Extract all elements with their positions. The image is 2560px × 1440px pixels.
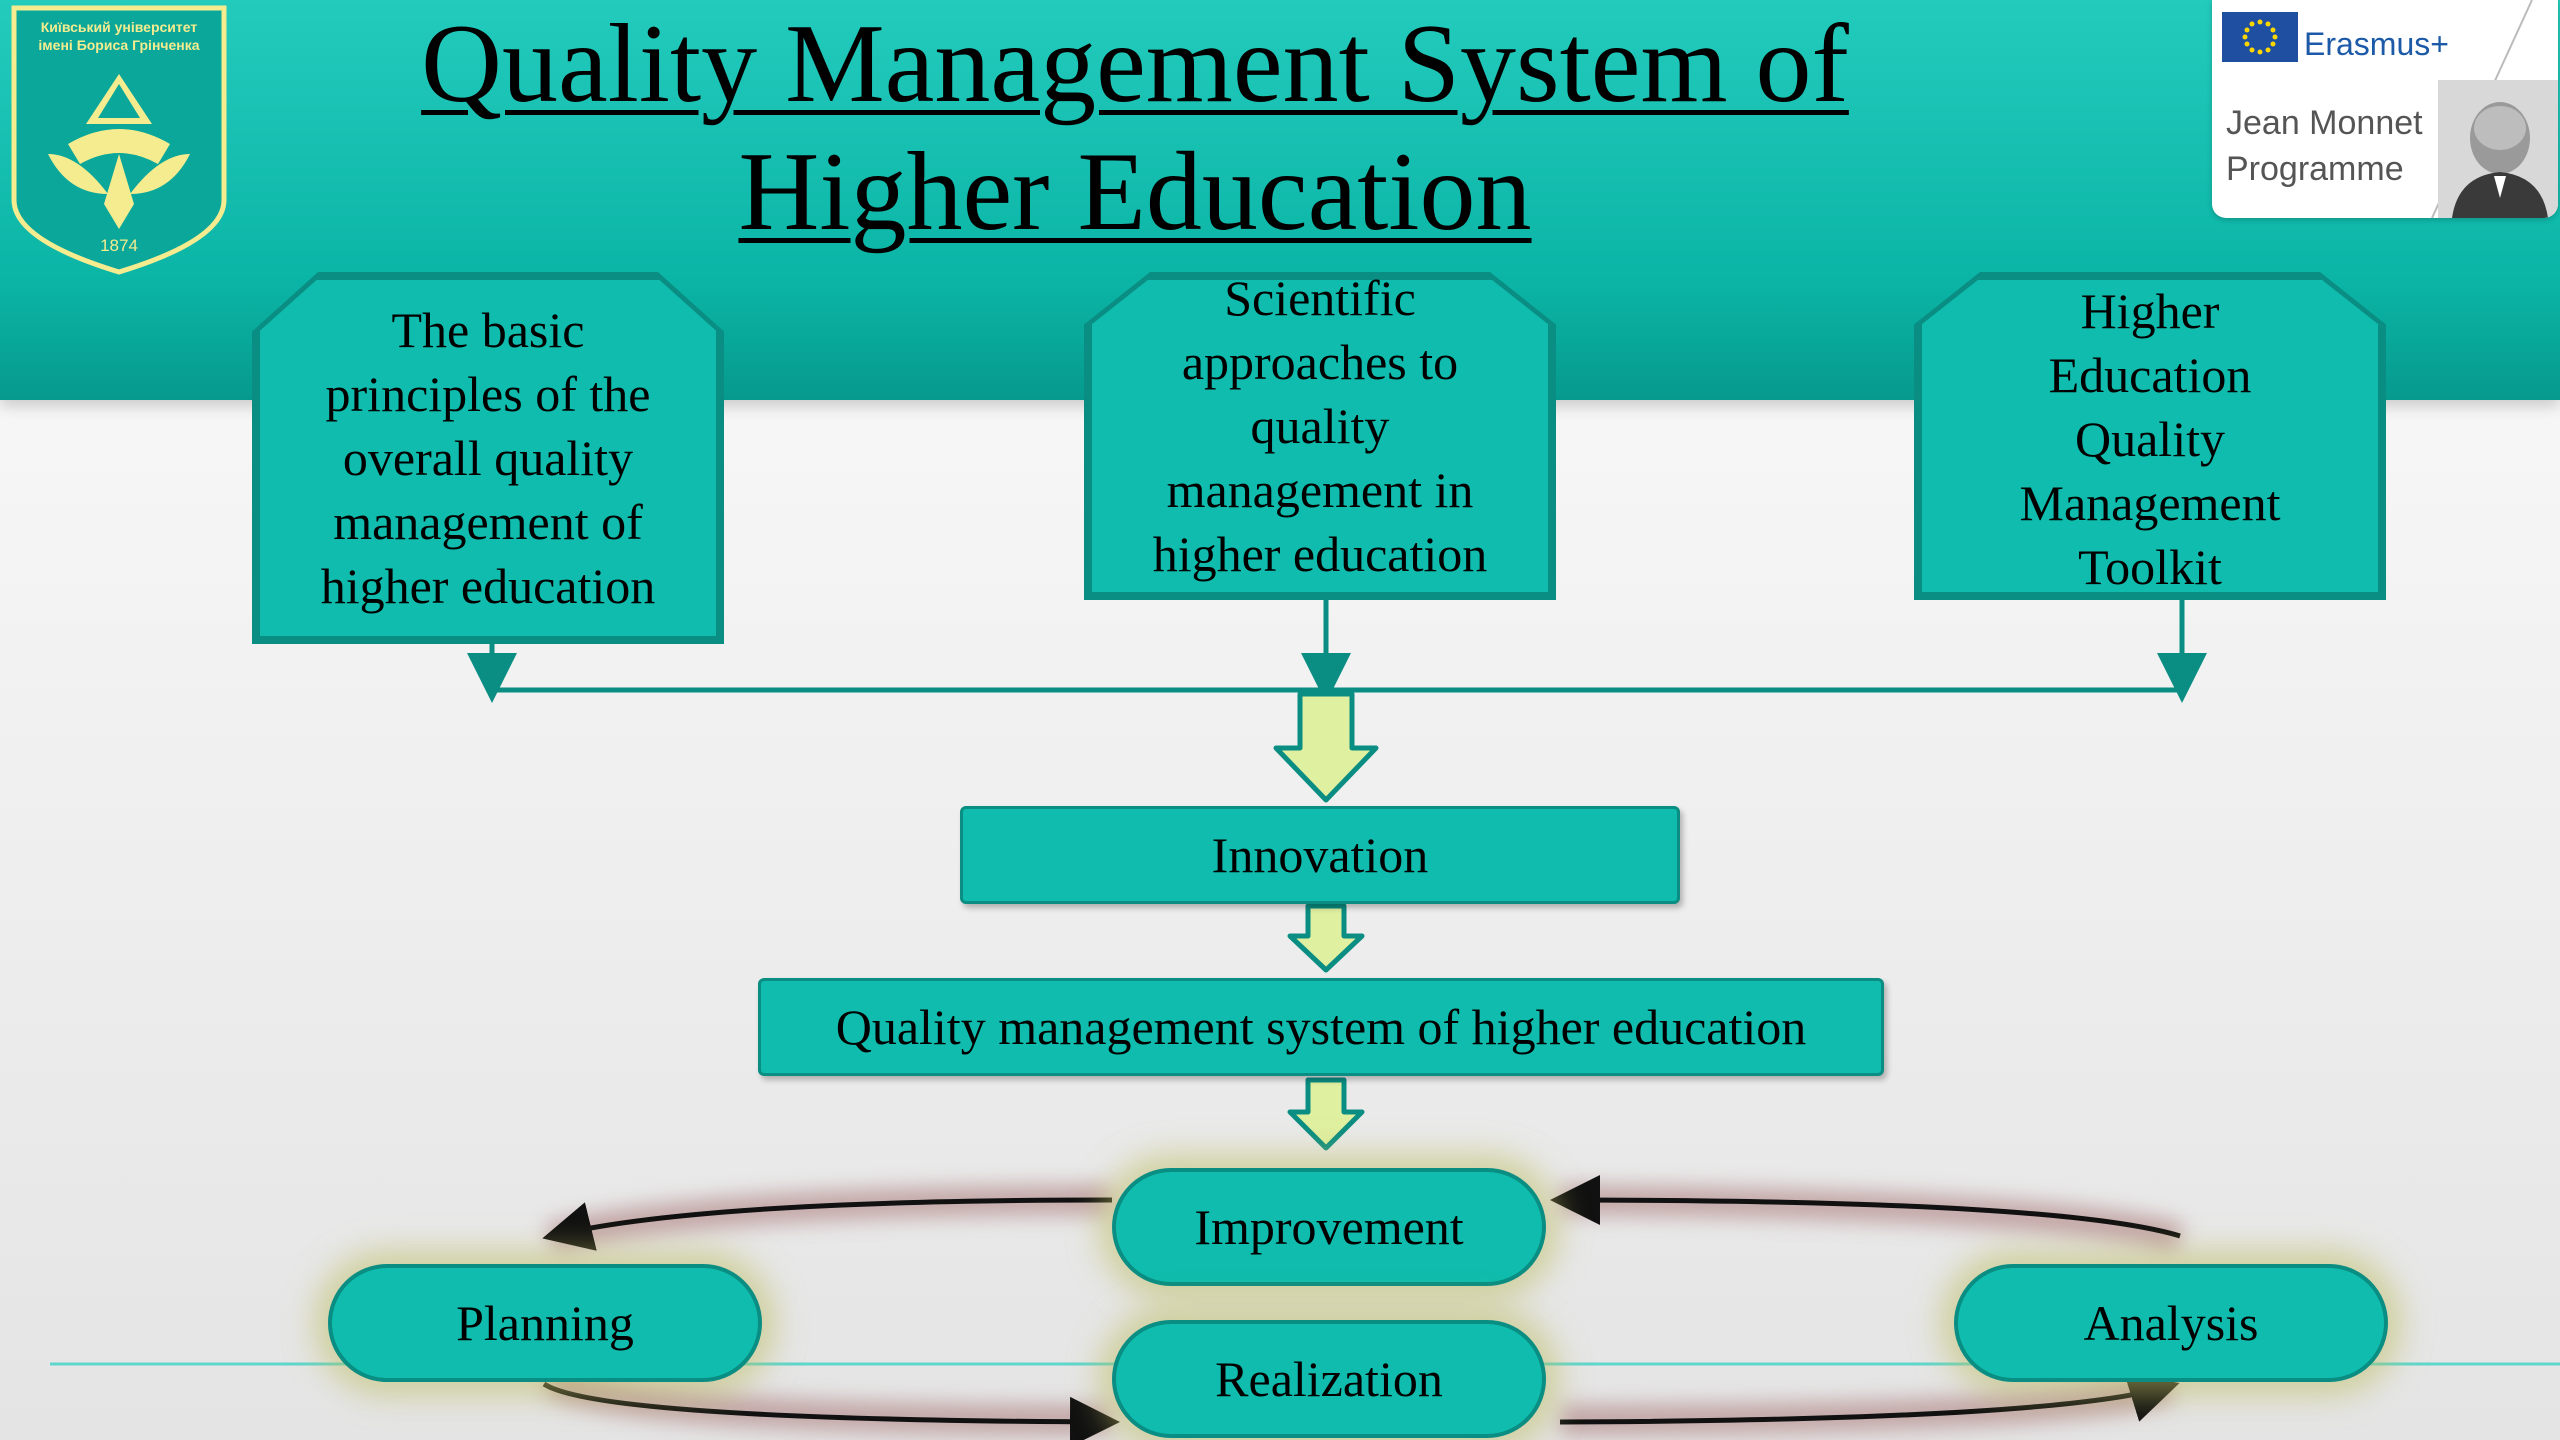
page-title: Quality Management System of Higher Educ… bbox=[330, 0, 1940, 256]
erasmus-brand: Erasmus+ bbox=[2304, 26, 2449, 62]
title-line-2: Higher Education bbox=[738, 130, 1532, 254]
top-connector-line bbox=[467, 596, 2207, 703]
down-arrow-to-cycle bbox=[1287, 1077, 1365, 1151]
university-logo: Київський університет імені Бориса Грінч… bbox=[8, 4, 230, 276]
planning-node: Planning bbox=[328, 1264, 762, 1382]
down-arrow-to-innovation bbox=[1273, 691, 1379, 803]
portrait-photo-icon bbox=[2438, 80, 2558, 218]
analysis-node: Analysis bbox=[1954, 1264, 2388, 1382]
university-name: Київський університет імені Бориса Грінч… bbox=[38, 19, 200, 53]
toolkit-box: Higher Education Quality Management Tool… bbox=[1918, 276, 2382, 596]
jean-monnet-text: Jean Monnet Programme bbox=[2226, 104, 2423, 188]
down-arrow-to-qms bbox=[1287, 903, 1365, 973]
realization-node: Realization bbox=[1112, 1320, 1546, 1438]
university-year: 1874 bbox=[100, 236, 138, 255]
improvement-node: Improvement bbox=[1112, 1168, 1546, 1286]
principles-box: The basic principles of the overall qual… bbox=[256, 276, 720, 640]
innovation-box: Innovation bbox=[960, 806, 1680, 904]
university-shield-icon bbox=[11, 5, 227, 275]
title-line-1: Quality Management System of bbox=[421, 2, 1849, 126]
erasmus-logo: Erasmus+ Jean Monnet Programme bbox=[2212, 0, 2558, 218]
approaches-box: Scientific approaches to quality managem… bbox=[1088, 276, 1552, 596]
qms-box: Quality management system of higher educ… bbox=[758, 978, 1884, 1076]
eu-flag-icon bbox=[2222, 12, 2298, 62]
